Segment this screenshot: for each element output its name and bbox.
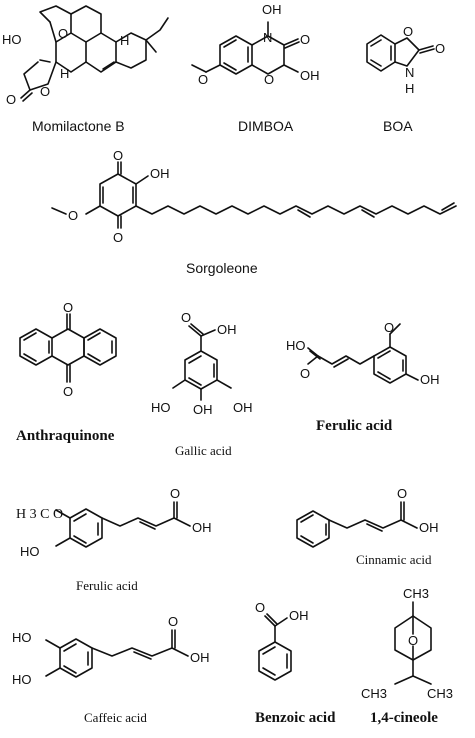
cineole-label: 1,4-cineole	[370, 710, 438, 726]
boa-h-atom: H	[405, 81, 414, 96]
gallic-acid-oh-mid-atom: OH	[193, 402, 213, 417]
sorgoleone-oh-atom: OH	[150, 166, 170, 181]
cinnamic-acid-label: Cinnamic acid	[356, 552, 432, 567]
dimboa-n-atom: N	[263, 30, 272, 45]
cineole-ch3-right-atom: CH3	[427, 686, 453, 701]
caffeic-acid-structure: HO HO O OH	[12, 614, 210, 687]
ferulic-acid-1-methoxy-o-atom: O	[384, 320, 394, 335]
anthraquinone-structure: O O	[19, 300, 117, 399]
boa-ring-o-atom: O	[403, 24, 413, 39]
sorgoleone-label: Sorgoleone	[186, 260, 258, 276]
cinnamic-acid-oh-atom: OH	[419, 520, 439, 535]
sorgoleone-o-bottom-atom: O	[113, 230, 123, 245]
momilactone-b-h-atom-2: H	[60, 66, 69, 81]
ferulic-acid-1-oh-atom: OH	[420, 372, 440, 387]
boa-structure: O O N H	[366, 24, 445, 96]
boa-n-atom: N	[405, 65, 414, 80]
dimboa-label: DIMBOA	[238, 118, 294, 134]
gallic-acid-ho-atom: HO	[151, 400, 171, 415]
caffeic-acid-oh-atom: OH	[190, 650, 210, 665]
benzoic-acid-structure: O OH	[255, 600, 309, 681]
dimboa-oh-top-atom: OH	[262, 2, 282, 17]
cineole-o-atom: O	[408, 633, 418, 648]
ferulic-acid-1-structure: O HO O OH	[286, 320, 440, 387]
ferulic-acid-2-label: Ferulic acid	[76, 578, 138, 593]
ferulic-acid-1-o-atom: O	[300, 366, 310, 381]
cineole-structure: CH3 O CH3 CH3	[361, 586, 453, 701]
ferulic-acid-2-o-atom: O	[170, 486, 180, 501]
dimboa-ring-o-atom: O	[264, 72, 274, 87]
gallic-acid-label: Gallic acid	[175, 443, 232, 458]
cineole-ch3-top-atom: CH3	[403, 586, 429, 601]
benzoic-acid-oh-atom: OH	[289, 608, 309, 623]
dimboa-methoxy-o-atom: O	[198, 72, 208, 87]
benzoic-acid-label: Benzoic acid	[255, 710, 336, 726]
boa-label: BOA	[383, 118, 413, 134]
sorgoleone-methoxy-o-atom: O	[68, 208, 78, 223]
cineole-ch3-left-atom: CH3	[361, 686, 387, 701]
gallic-acid-oh-acid-atom: OH	[217, 322, 237, 337]
benzoic-acid-o-atom: O	[255, 600, 265, 615]
momilactone-b-ho-atom: HO	[2, 32, 22, 47]
anthraquinone-label: Anthraquinone	[16, 428, 115, 444]
momilactone-b-h-atom-1: H	[120, 33, 129, 48]
momilactone-b-bridge-o-atom: O	[58, 26, 68, 41]
cinnamic-acid-o-atom: O	[397, 486, 407, 501]
ferulic-acid-2-h3co-atom: H 3 C O	[16, 507, 63, 522]
boa-carbonyl-o-atom: O	[435, 41, 445, 56]
ferulic-acid-1-label: Ferulic acid	[316, 418, 393, 434]
dimboa-carbonyl-o-atom: O	[300, 32, 310, 47]
caffeic-acid-ho-bottom-atom: HO	[12, 672, 32, 687]
ferulic-acid-1-ho-atom: HO	[286, 338, 306, 353]
gallic-acid-structure: O OH HO OH OH	[151, 310, 253, 417]
momilactone-b-carbonyl-o-atom: O	[6, 92, 16, 107]
gallic-acid-oh-right-atom: OH	[233, 400, 253, 415]
momilactone-b-label: Momilactone B	[32, 118, 125, 134]
caffeic-acid-label: Caffeic acid	[84, 710, 147, 725]
sorgoleone-o-top-atom: O	[113, 148, 123, 163]
ferulic-acid-2-structure: H 3 C O HO O OH	[16, 486, 212, 559]
ferulic-acid-2-oh-atom: OH	[192, 520, 212, 535]
caffeic-acid-ho-top-atom: HO	[12, 630, 32, 645]
gallic-acid-o-atom: O	[181, 310, 191, 325]
ferulic-acid-2-ho-atom: HO	[20, 544, 40, 559]
dimboa-structure: OH N O O OH O	[191, 2, 320, 87]
momilactone-b-ring-o-atom: O	[40, 84, 50, 99]
caffeic-acid-o-atom: O	[168, 614, 178, 629]
momilactone-b-structure: HO O H H O O	[2, 5, 169, 107]
anthraquinone-o-bottom-atom: O	[63, 384, 73, 399]
anthraquinone-o-top-atom: O	[63, 300, 73, 315]
cinnamic-acid-structure: O OH	[296, 486, 439, 548]
dimboa-oh-atom: OH	[300, 68, 320, 83]
sorgoleone-structure: O OH O O	[51, 148, 457, 245]
